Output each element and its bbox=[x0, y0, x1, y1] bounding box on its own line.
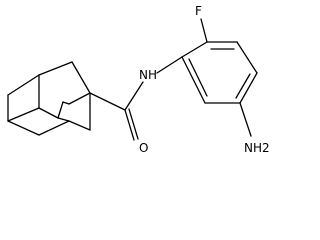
amino-group-label: NH2 bbox=[244, 141, 270, 155]
carbonyl-oxygen-label: O bbox=[139, 141, 148, 155]
bond bbox=[188, 58, 208, 97]
amide-linker bbox=[89, 56, 183, 141]
bond bbox=[235, 73, 251, 99]
bond bbox=[89, 92, 126, 111]
bond bbox=[68, 92, 91, 105]
bond bbox=[181, 41, 208, 58]
bond bbox=[200, 18, 208, 43]
bond bbox=[68, 120, 91, 131]
bond bbox=[7, 120, 40, 136]
molecule-canvas: F NH O NH2 bbox=[7, 4, 270, 155]
bond bbox=[236, 41, 258, 74]
bond bbox=[7, 107, 40, 122]
fluorine-label: F bbox=[195, 4, 202, 18]
bond bbox=[124, 81, 144, 111]
adamantane-cage bbox=[7, 61, 91, 136]
bond bbox=[38, 120, 70, 136]
amide-nh-label: NH bbox=[139, 68, 157, 82]
bond bbox=[38, 61, 73, 76]
molecule-structure: F NH O NH2 bbox=[7, 4, 270, 155]
bond bbox=[128, 108, 139, 140]
bond bbox=[57, 101, 64, 119]
bond bbox=[38, 107, 59, 119]
bond bbox=[7, 74, 40, 96]
bond bbox=[124, 109, 135, 141]
bond bbox=[57, 117, 70, 122]
bond bbox=[62, 101, 70, 105]
bond bbox=[156, 56, 183, 74]
bond bbox=[239, 72, 258, 104]
bond bbox=[71, 61, 91, 94]
bond bbox=[181, 56, 206, 104]
fluoroaniline-ring bbox=[181, 18, 258, 137]
bond bbox=[239, 102, 252, 137]
